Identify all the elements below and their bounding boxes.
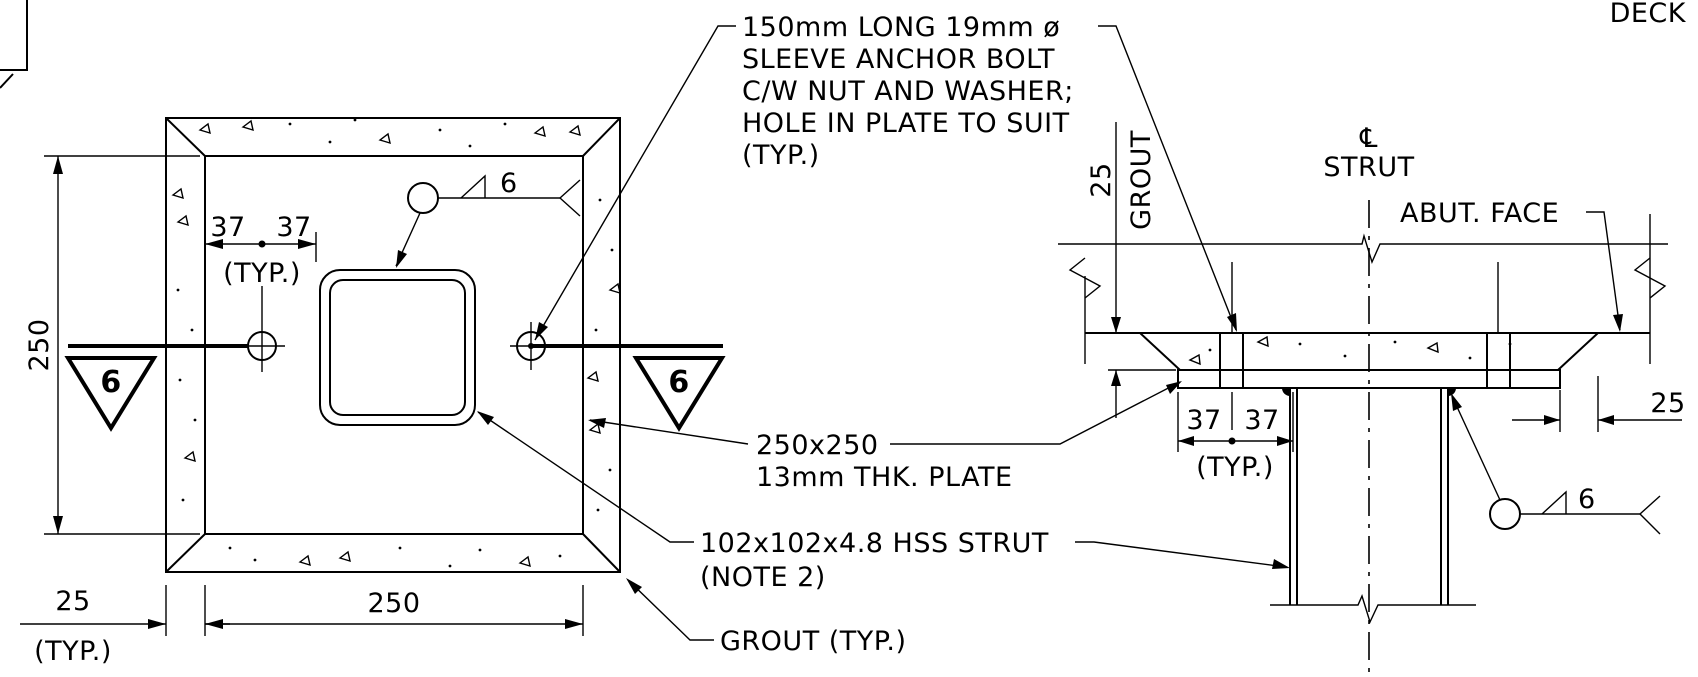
grout-note: GROUT (TYP.) (626, 578, 906, 657)
hss-strut-plan (319, 269, 476, 426)
dim-edge-25: 25 (TYP.) (20, 585, 230, 667)
abut-face-label: ABUT. FACE (1400, 198, 1623, 332)
hss-strut-section (1282, 388, 1456, 605)
svg-text:6: 6 (100, 365, 121, 400)
dim-plan-width: 250 (204, 585, 584, 636)
svg-text:(NOTE 2): (NOTE 2) (700, 562, 826, 593)
svg-text:37: 37 (1186, 405, 1221, 436)
svg-text:37: 37 (1244, 405, 1279, 436)
svg-text:25: 25 (55, 586, 90, 617)
svg-text:ABUT. FACE: ABUT. FACE (1400, 198, 1559, 229)
svg-text:6: 6 (668, 365, 689, 400)
grout-hatch (171, 118, 621, 568)
section-marker-right: 6 (632, 356, 726, 432)
svg-text:150mm LONG 19mm ø: 150mm LONG 19mm ø (742, 12, 1060, 43)
svg-text:102x102x4.8 HSS STRUT: 102x102x4.8 HSS STRUT (700, 528, 1049, 559)
dim-plan-height: 250 (24, 155, 200, 535)
plate-note: 250x250 13mm THK. PLATE (588, 381, 1182, 493)
dim-section-edge-25: 25 (1512, 376, 1685, 432)
svg-text:(TYP.): (TYP.) (742, 140, 820, 171)
base-plate-section (1177, 369, 1561, 389)
svg-text:25: 25 (1650, 388, 1685, 419)
svg-text:37: 37 (276, 212, 311, 243)
hss-note: 102x102x4.8 HSS STRUT (NOTE 2) (477, 411, 1290, 593)
anchor-bolt-section-right (1486, 262, 1511, 388)
svg-text:(TYP.): (TYP.) (223, 258, 301, 289)
svg-text:13mm THK. PLATE: 13mm THK. PLATE (756, 462, 1013, 493)
svg-text:250: 250 (24, 318, 55, 371)
svg-text:37: 37 (210, 212, 245, 243)
anchor-bolt-section-left (1219, 262, 1244, 388)
svg-text:250: 250 (367, 588, 420, 619)
svg-text:6: 6 (500, 168, 518, 199)
svg-text:STRUT: STRUT (1323, 152, 1414, 183)
svg-text:250x250: 250x250 (756, 430, 879, 461)
svg-text:℄: ℄ (1359, 123, 1378, 154)
svg-text:(TYP.): (TYP.) (34, 636, 112, 667)
grout-pad-hatch (1188, 335, 1512, 366)
anchor-bolt-left (240, 286, 285, 372)
svg-text:GROUT: GROUT (1126, 130, 1157, 230)
svg-text:(TYP.): (TYP.) (1196, 452, 1274, 483)
partial-detail-box (0, 0, 28, 89)
section-marker-left: 6 (64, 356, 158, 432)
deck-label: DECK (1610, 0, 1687, 29)
plan-view: 6 6 250 250 2 (20, 117, 726, 667)
section-view: ℄ STRUT ABUT. FACE 25 GROUT 25 (1058, 122, 1685, 677)
anchor-bolt-note: 150mm LONG 19mm ø SLEEVE ANCHOR BOLT C/W… (534, 12, 1237, 341)
weld-symbol-plan: 6 (395, 168, 581, 268)
weld-symbol-section: 6 (1451, 393, 1661, 535)
svg-text:C/W NUT AND WASHER;: C/W NUT AND WASHER; (742, 76, 1074, 107)
svg-text:25: 25 (1086, 162, 1117, 197)
svg-text:HOLE IN PLATE TO SUIT: HOLE IN PLATE TO SUIT (742, 108, 1070, 139)
svg-text:6: 6 (1578, 484, 1596, 515)
dim-grout-depth: 25 GROUT (1086, 122, 1176, 418)
svg-text:SLEEVE ANCHOR BOLT: SLEEVE ANCHOR BOLT (742, 44, 1055, 75)
dim-bolt-37: 37 37 (TYP.) (205, 212, 317, 289)
dim-section-37: 37 37 (TYP.) (1177, 392, 1294, 483)
svg-text:GROUT (TYP.): GROUT (TYP.) (720, 626, 906, 657)
